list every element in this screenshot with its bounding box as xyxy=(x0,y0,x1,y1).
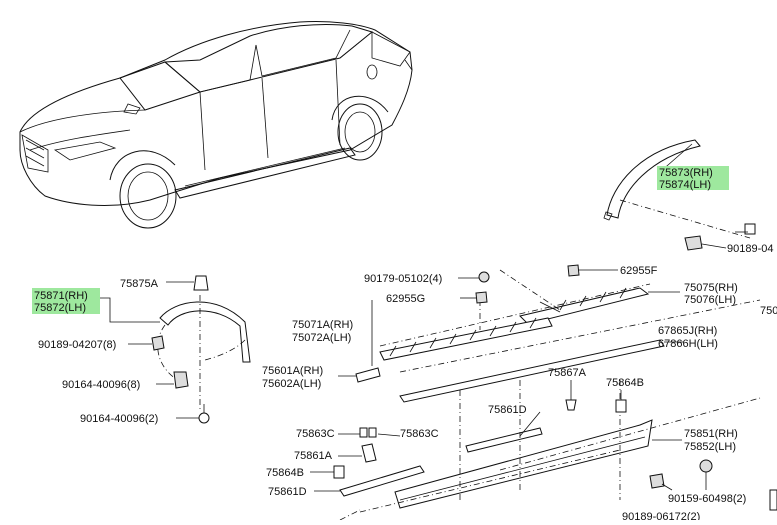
label-90189-04207: 90189-04207(8) xyxy=(38,339,116,351)
label-67865J: 67865J(RH) xyxy=(658,325,717,337)
label-75875A: 75875A xyxy=(120,278,159,290)
rear-arch-molding xyxy=(603,139,751,239)
label-90164-40096-2: 90164-40096(2) xyxy=(80,413,158,425)
label-90159-60498: 90159-60498(2) xyxy=(668,493,746,505)
clip-90189-04-top xyxy=(684,223,756,251)
label-75861A: 75861A xyxy=(294,450,333,462)
screw-90164-40096-2 xyxy=(176,404,210,424)
label-75071A: 75071A(RH) xyxy=(292,319,353,331)
label-75861D-low: 75861D xyxy=(268,486,307,498)
highlight-75871-75872 xyxy=(32,288,100,314)
rocker-clips xyxy=(310,380,777,511)
label-62955F: 62955F xyxy=(620,265,658,277)
label-90179-05102: 90179-05102(4) xyxy=(364,273,442,285)
label-75863C-left: 75863C xyxy=(296,428,335,440)
label-75852: 75852(LH) xyxy=(684,441,736,453)
label-75873: 75873(RH) xyxy=(659,167,713,179)
label-75601A: 75601A(RH) xyxy=(262,365,323,377)
label-62955G: 62955G xyxy=(386,293,425,305)
label-75863C-right: 75863C xyxy=(400,428,439,440)
label-90189-06172: 90189-06172(2) xyxy=(622,511,700,520)
clip-90189-04207 xyxy=(128,335,165,351)
highlight-75873-75874 xyxy=(657,166,729,190)
label-75861D-mid: 75861D xyxy=(488,404,527,416)
clip-75875A xyxy=(166,275,209,291)
label-90189-04-right: 90189-04 xyxy=(727,243,774,255)
front-arch-molding xyxy=(157,295,251,410)
label-75075: 75075(RH) xyxy=(684,282,738,294)
clips-62955 xyxy=(458,264,618,304)
door-moldings xyxy=(338,269,761,403)
label-75602A: 75602A(LH) xyxy=(262,378,321,390)
label-75874: 75874(LH) xyxy=(659,179,711,191)
label-75871: 75871(RH) xyxy=(34,290,88,302)
label-75872: 75872(LH) xyxy=(34,302,86,314)
rocker-panel xyxy=(339,380,761,521)
screw-90164-40096-8 xyxy=(156,371,189,389)
label-75864B-low: 75864B xyxy=(266,467,304,479)
label-90164-40096-8: 90164-40096(8) xyxy=(62,379,140,391)
label-67866H: 67866H(LH) xyxy=(658,338,718,350)
car-illustration xyxy=(19,21,413,229)
label-75851: 75851(RH) xyxy=(684,428,738,440)
label-75076: 75076(LH) xyxy=(684,294,736,306)
label-75864B-top: 75864B xyxy=(606,377,644,389)
label-7507-right: 7507 xyxy=(760,305,777,317)
label-75072A: 75072A(LH) xyxy=(292,332,351,344)
label-75867A: 75867A xyxy=(548,367,587,379)
